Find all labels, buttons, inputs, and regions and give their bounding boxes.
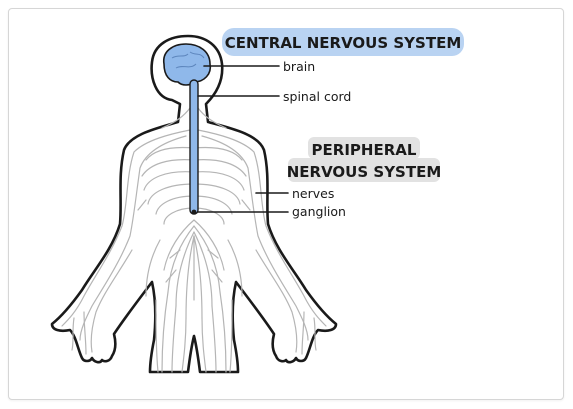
brain-shape [162,43,212,86]
label-ganglion: ganglion [292,204,346,219]
leader-lines [197,65,289,213]
peripheral-title-line1: PERIPHERAL [312,141,417,159]
central-title-highlight [222,28,464,56]
peripheral-title-highlight-1 [308,137,420,159]
label-brain: brain [283,59,315,74]
brain-folds [171,51,205,69]
spinal-cord-shape [189,79,199,215]
peripheral-nerves [61,107,327,373]
label-spinal-cord: spinal cord [283,89,351,104]
central-nervous-system-title: CENTRAL NERVOUS SYSTEM [225,34,462,52]
peripheral-title-highlight-2 [288,158,440,182]
peripheral-title-line2: NERVOUS SYSTEM [287,163,442,181]
ganglion-dot [191,209,197,215]
label-nerves: nerves [292,186,334,201]
